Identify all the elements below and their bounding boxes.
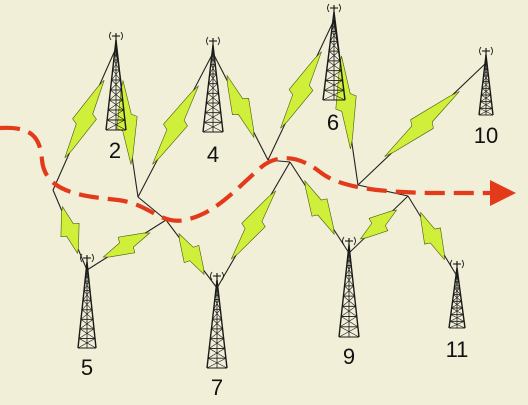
tower-9-label: 9 (343, 344, 355, 369)
lightning-link-13 (348, 195, 409, 254)
lightning-link-8 (52, 189, 88, 271)
lightning-link-3 (137, 52, 214, 198)
tower-2-icon (105, 31, 127, 131)
tower-10-icon (478, 46, 494, 116)
tower-11-icon (448, 259, 466, 329)
lightning-link-7 (357, 62, 487, 186)
tower-10-label: 10 (474, 123, 498, 148)
dashed-route-line (0, 125, 492, 223)
tower-7-label: 7 (211, 375, 223, 400)
tower-5-icon (77, 253, 97, 349)
tower-6-label: 6 (327, 110, 339, 135)
tower-11-label: 11 (446, 337, 469, 362)
lightning-link-1 (52, 47, 117, 191)
tower-9-icon (338, 236, 360, 338)
lightning-link-12 (289, 161, 350, 254)
lightning-link-5 (267, 19, 335, 161)
lightning-link-14 (407, 195, 458, 277)
tower-7-icon (206, 271, 228, 369)
junction-wire (137, 196, 167, 221)
tower-4-label: 4 (207, 142, 219, 167)
tower-2-label: 2 (109, 138, 121, 163)
lightning-link-9 (86, 219, 167, 271)
dashed-route-arrow-icon (490, 180, 516, 206)
lightning-link-4 (212, 52, 269, 161)
lightning-link-10 (165, 219, 218, 289)
tower-4-icon (202, 36, 224, 133)
tower-5-label: 5 (81, 355, 93, 380)
lightning-link-11 (216, 161, 291, 289)
tower-6-icon (322, 3, 346, 101)
